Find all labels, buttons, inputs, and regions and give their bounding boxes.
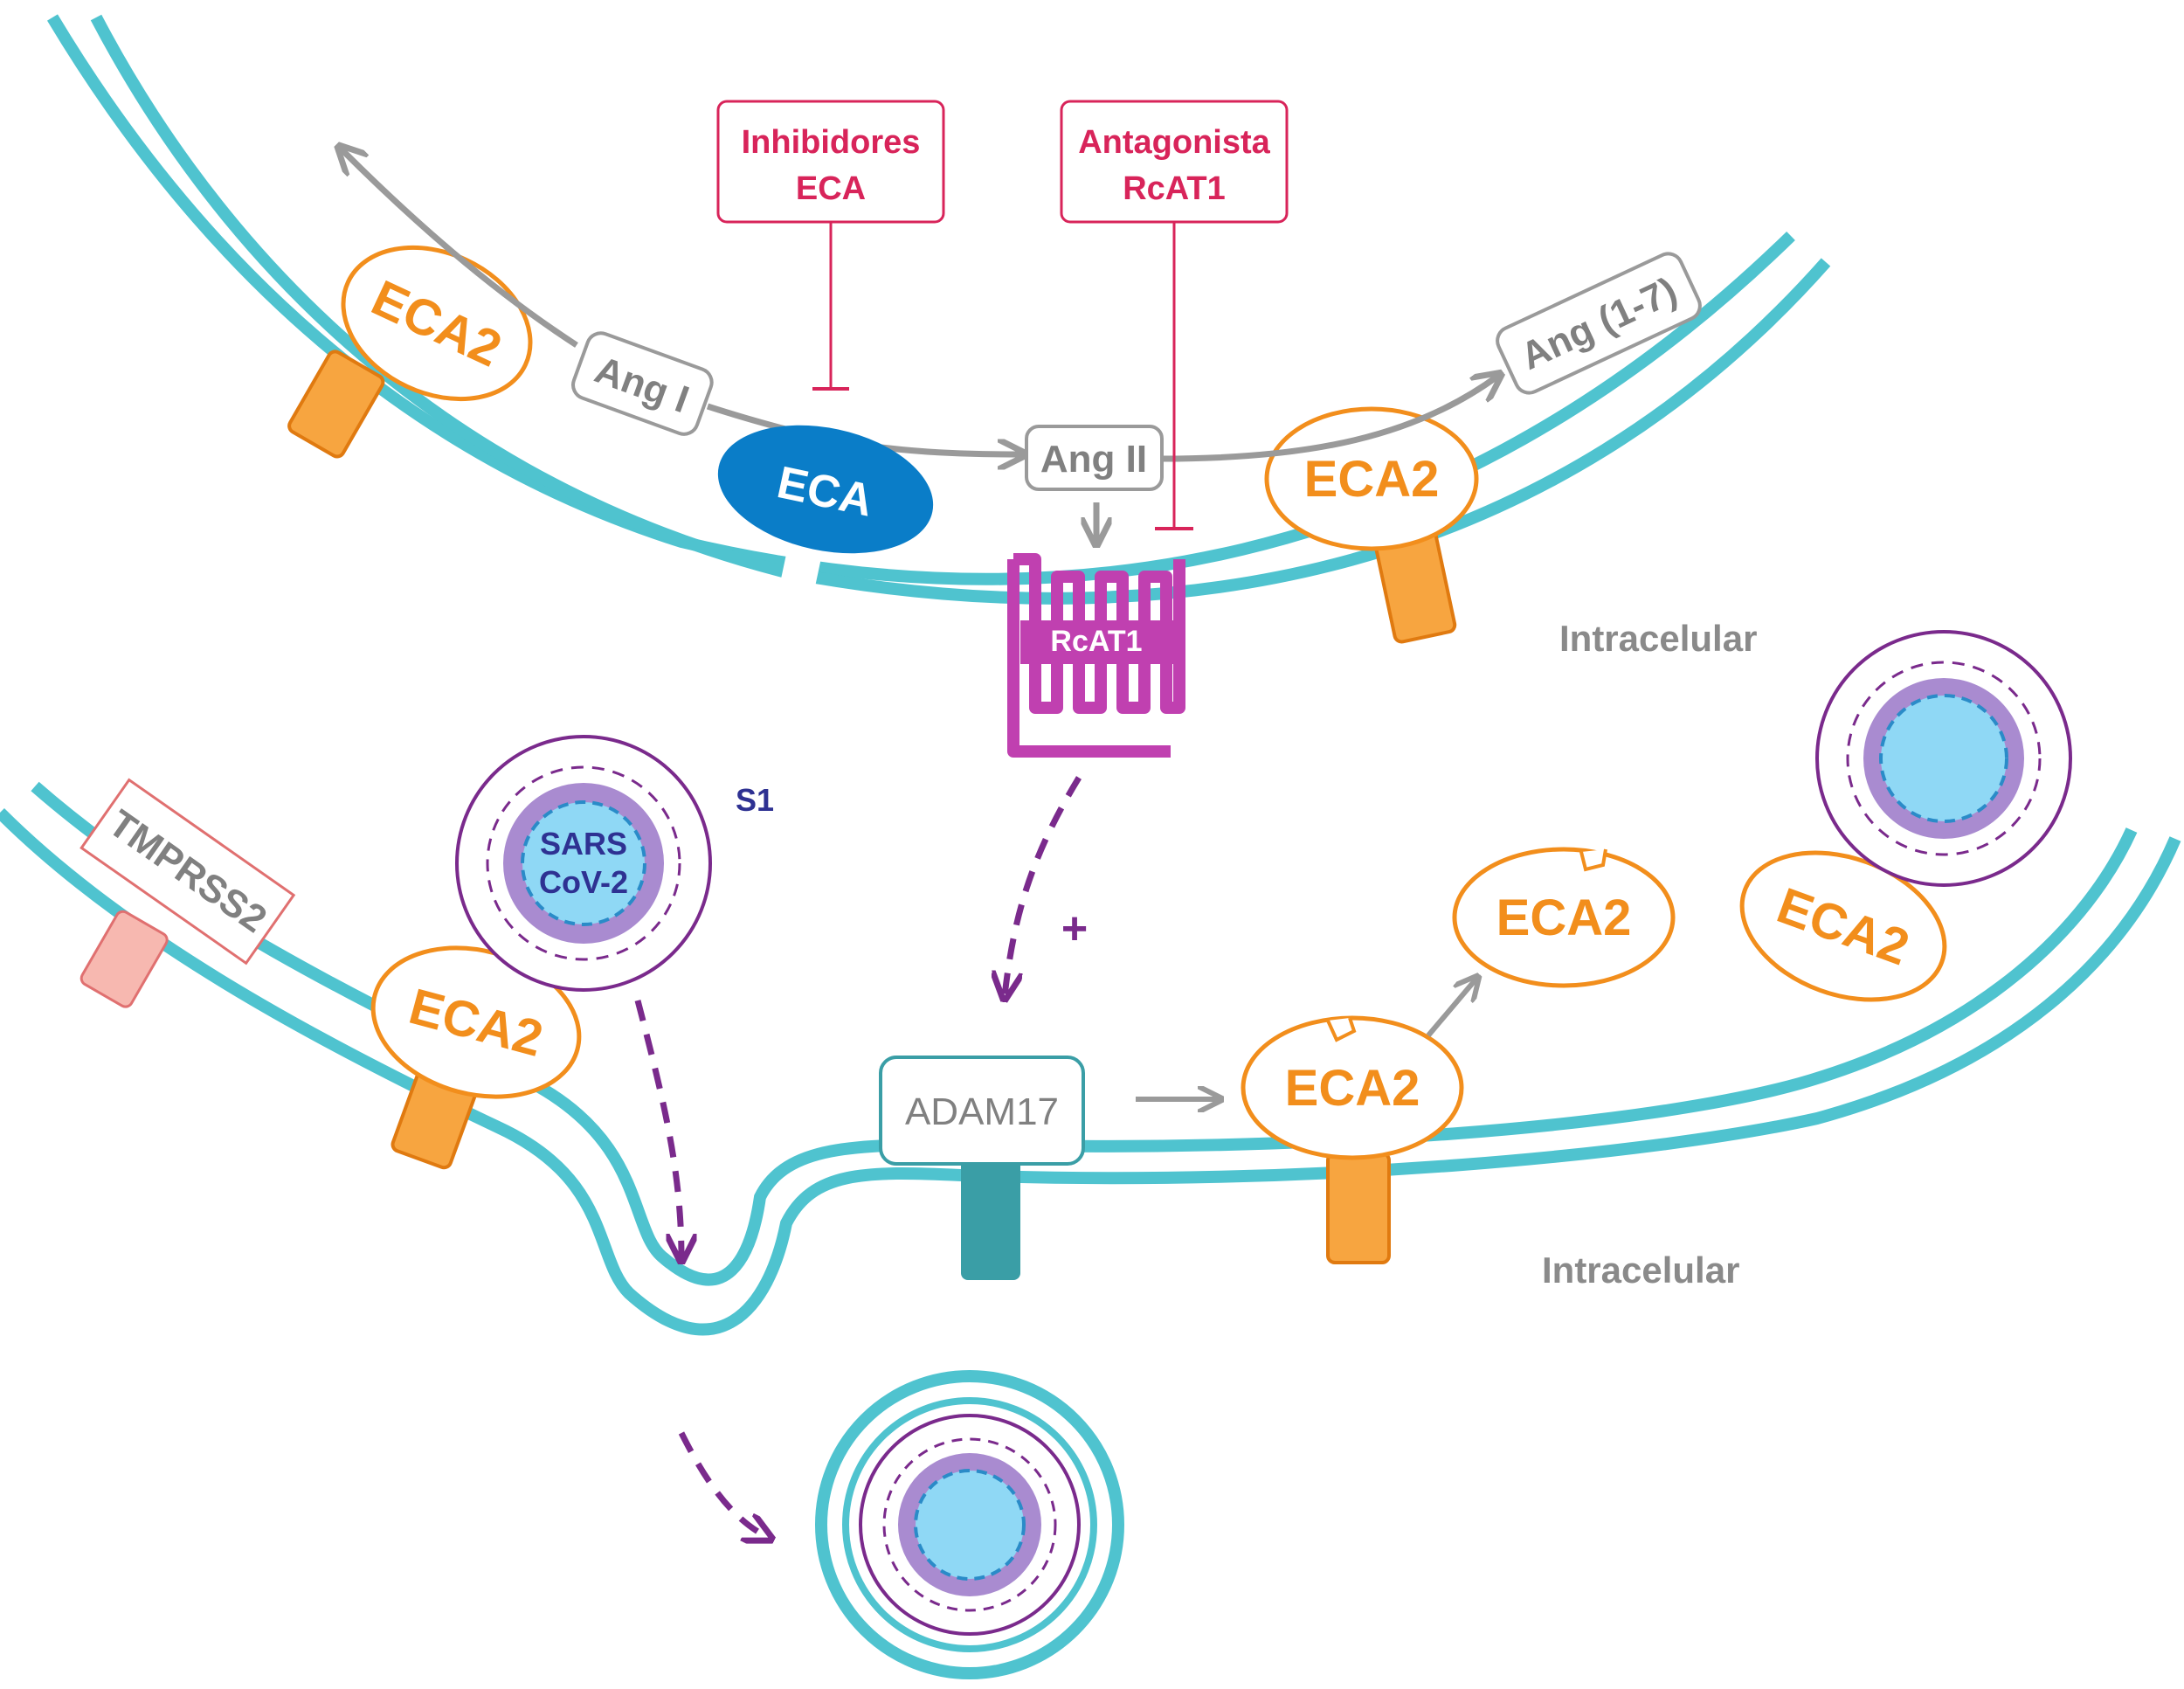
- eca2-upper-right: ECA2: [1264, 406, 1479, 644]
- svg-text:ECA2: ECA2: [1285, 1060, 1420, 1117]
- plus-sign: +: [1061, 903, 1088, 954]
- ang-ii-box: Ang II: [1025, 425, 1164, 491]
- eca2-bound-right: ECA2: [1739, 850, 1947, 1002]
- rcat1-receptor: [1007, 553, 1185, 758]
- rcat1-to-adam17-arrow: [1005, 776, 1082, 996]
- eca-enzyme: ECA: [717, 425, 934, 554]
- svg-text:Antagonista: Antagonista: [1078, 124, 1270, 161]
- ang-1-7-box: Ang (1-7): [1496, 252, 1702, 395]
- virus-entry-arrow: [634, 1000, 769, 1538]
- svg-text:CoV-2: CoV-2: [539, 864, 628, 900]
- svg-text:ECA2: ECA2: [1304, 451, 1440, 508]
- svg-text:Inhibidores: Inhibidores: [742, 124, 921, 161]
- inhibidores-eca-box: Inhibidores ECA: [716, 100, 945, 391]
- svg-text:RcAT1: RcAT1: [1123, 170, 1226, 207]
- eca2-upper-left: ECA2: [287, 245, 533, 459]
- antagonista-rcat1-box: Antagonista RcAT1: [1060, 100, 1289, 530]
- adam17: ADAM17: [879, 1056, 1085, 1280]
- tmprss2: TMPRSS2: [79, 778, 296, 1008]
- svg-text:Ang II: Ang II: [1040, 438, 1147, 481]
- eca2-lower-middle: ECA2: [1241, 1015, 1464, 1264]
- eca2-released: ECA2: [1452, 847, 1676, 988]
- virus-right: [1815, 630, 2072, 887]
- intracelular-label-lower: Intracelular: [1542, 1249, 1739, 1291]
- eca2-shedding-arrow: [1426, 979, 1476, 1037]
- svg-text:ADAM17: ADAM17: [905, 1090, 1059, 1133]
- s1-label: S1: [736, 782, 774, 818]
- svg-text:ECA2: ECA2: [1496, 889, 1632, 946]
- endosome-vesicle: [815, 1370, 1124, 1679]
- sars-cov-2-virus: SARS CoV-2: [455, 735, 712, 992]
- ang-i-box: Ang I: [571, 331, 714, 436]
- svg-text:SARS: SARS: [540, 826, 627, 862]
- intracelular-label-upper: Intracelular: [1559, 618, 1757, 659]
- svg-text:ECA: ECA: [796, 170, 866, 207]
- rcat1-label: RcAT1: [1050, 625, 1142, 658]
